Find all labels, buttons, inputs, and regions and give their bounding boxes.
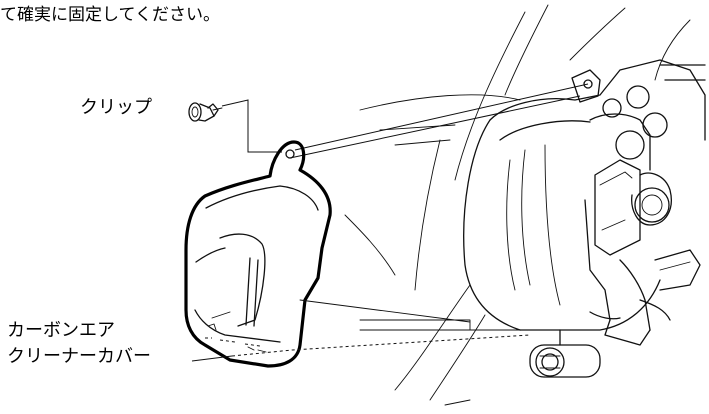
cover-to-bracket-leader-2 [289,95,581,159]
instruction-text: て確実に固定してください。 [0,5,220,25]
clip-label: クリップ [80,97,152,118]
cover-label-leader [191,355,233,362]
cover-label-line1: カーボンエア [7,320,115,341]
cover-label-line2: クリーナーカバー [7,346,151,367]
clip-leader-line [221,99,282,153]
cover-projection-line [231,334,531,357]
air-cleaner-cover [184,140,332,368]
mount-bracket [571,69,601,103]
lower-fitting [529,329,601,378]
motorcycle-frame [344,4,691,406]
cover-edge-projection [299,299,471,323]
cover-to-bracket-leader [294,83,589,151]
clip-part [188,102,223,122]
engine-body [463,59,706,346]
